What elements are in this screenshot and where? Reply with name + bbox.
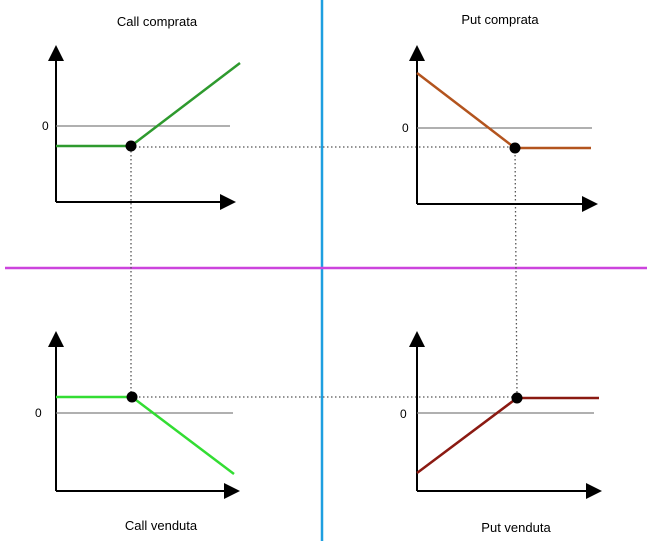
call-buy-title: Call comprata [117, 14, 198, 29]
panel-call-sell: Call venduta 0 [35, 331, 240, 533]
call-buy-payoff-line [56, 62, 241, 148]
put-buy-strike-point [509, 142, 521, 154]
put-buy-zero-label: 0 [402, 121, 409, 135]
call-sell-payoff-line [56, 395, 235, 475]
put-sell-strike-point [511, 392, 523, 404]
put-sell-zero-label: 0 [400, 407, 407, 421]
connector-right [514, 146, 518, 398]
put-buy-title: Put comprata [461, 12, 539, 27]
call-sell-title: Call venduta [125, 518, 198, 533]
panel-put-sell: Put venduta 0 [400, 331, 602, 535]
put-buy-payoff-line [416, 72, 591, 150]
call-buy-zero-label: 0 [42, 119, 49, 133]
panel-put-buy: Put comprata 0 [402, 12, 598, 212]
call-sell-strike-point [126, 391, 138, 403]
put-sell-payoff-line [416, 396, 599, 474]
put-sell-title: Put venduta [481, 520, 551, 535]
dotted-connectors [130, 146, 518, 398]
call-buy-strike-point [125, 140, 137, 152]
panel-call-buy: Call comprata 0 [42, 14, 241, 210]
call-sell-zero-label: 0 [35, 406, 42, 420]
